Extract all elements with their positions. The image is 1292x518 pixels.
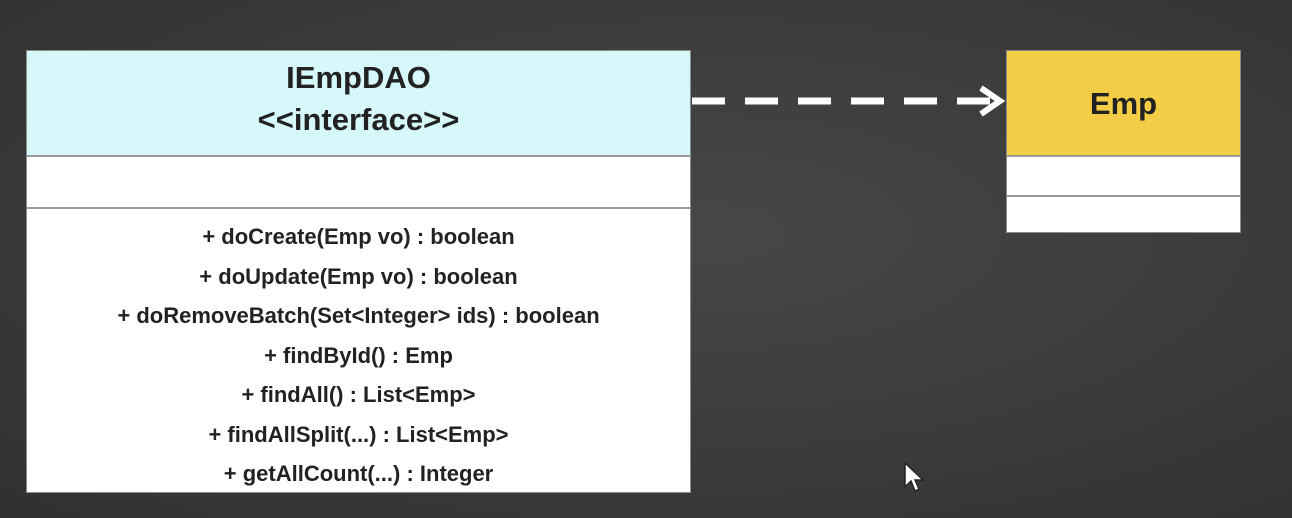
dependency-arrowhead	[979, 85, 1006, 117]
iempdao-header: IEmpDAO <<interface>>	[27, 51, 690, 157]
iempdao-methods-compartment: + doCreate(Emp vo) : boolean + doUpdate(…	[27, 209, 690, 494]
method-do-remove-batch: + doRemoveBatch(Set<Integer> ids) : bool…	[117, 303, 600, 328]
iempdao-attributes-compartment	[27, 157, 690, 209]
method-do-update: + doUpdate(Emp vo) : boolean	[199, 263, 518, 289]
iempdao-class-box[interactable]: IEmpDAO <<interface>> + doCreate(Emp vo)…	[26, 50, 691, 493]
iempdao-class-name: IEmpDAO	[286, 60, 431, 95]
emp-attributes-compartment	[1007, 157, 1240, 197]
method-find-by-id: + findById() : Emp	[264, 342, 453, 368]
method-find-all: + findAll() : List<Emp>	[241, 382, 476, 407]
method-get-all-count: + getAllCount(...) : Integer	[223, 461, 494, 486]
emp-header: Emp	[1007, 51, 1240, 157]
mouse-cursor-icon	[904, 462, 925, 493]
emp-class-box[interactable]: Emp	[1006, 50, 1241, 233]
method-do-create: + doCreate(Emp vo) : boolean	[202, 224, 515, 249]
emp-class-name: Emp	[1089, 86, 1158, 121]
iempdao-stereotype: <<interface>>	[257, 102, 460, 137]
method-find-all-split: + findAllSplit(...) : List<Emp>	[208, 421, 509, 447]
